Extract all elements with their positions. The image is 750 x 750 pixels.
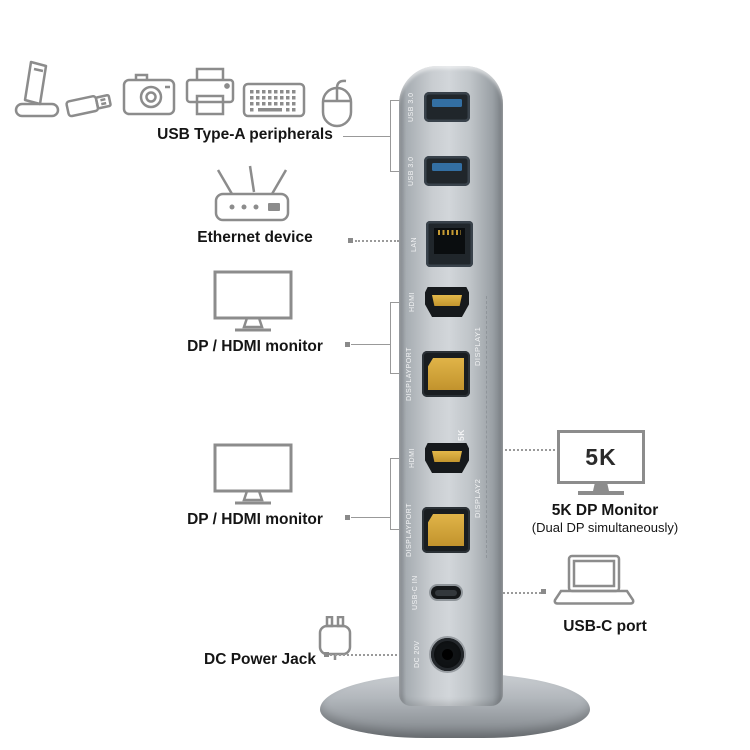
hdmi-port-2 (425, 443, 469, 473)
hdmi-port-1-label: HDMI (409, 292, 416, 312)
ethernet-connector-line (355, 240, 399, 242)
hdmi-port-1 (425, 287, 469, 317)
display1-group-label: DISPLAY1 (473, 326, 482, 366)
dc-label: DC Power Jack (204, 651, 316, 668)
dc-connector-line (330, 654, 429, 656)
hdmi-port-2-label: HDMI (409, 448, 416, 468)
monitor1-line-marker (345, 342, 350, 347)
5k-dock-label: 5K (456, 429, 466, 441)
dc-jack-port (431, 638, 464, 671)
5k-group-dashed-line (486, 296, 487, 558)
lan-port (426, 221, 473, 267)
ethernet-label: Ethernet device (197, 229, 313, 246)
5k-monitor-title: 5K DP Monitor (551, 502, 659, 519)
5k-connector-line (490, 449, 555, 451)
laptop-icon (552, 554, 636, 608)
router-icon (208, 164, 296, 226)
display1-bracket (390, 302, 401, 374)
printer-icon (184, 66, 236, 118)
displayport-port-2 (422, 507, 470, 553)
usb3-port-2 (424, 156, 470, 186)
lan-port-label: LAN (411, 236, 418, 252)
mouse-icon (316, 78, 358, 128)
usb3-port-2-label: USB 3.0 (408, 156, 415, 186)
usb3-port-1 (424, 92, 470, 122)
display2-bracket (390, 458, 401, 530)
camera-icon (122, 70, 176, 118)
dc-line-marker (324, 652, 329, 657)
dc-port-label: DC 20V (414, 640, 421, 668)
5k-screen-text: 5K (585, 443, 617, 470)
5k-monitor-icon: 5K (557, 430, 645, 495)
usbc-connector-line (466, 592, 541, 594)
usbc-in-port-label: USB-C IN (412, 575, 419, 610)
displayport-port-1-label: DISPLAYPORT (406, 347, 413, 401)
monitor2-line-marker (345, 515, 350, 520)
usb-flash-drive-icon (64, 84, 116, 124)
game-console-icon (10, 58, 66, 122)
usbc-in-port (431, 586, 461, 599)
usbc-label: USB-C port (563, 618, 647, 635)
keyboard-icon (242, 82, 306, 118)
monitor2-connector-line (351, 517, 390, 518)
ethernet-line-marker (348, 238, 353, 243)
usb-ports-bracket (390, 100, 401, 172)
peripherals-connector-line (343, 136, 390, 137)
peripherals-label: USB Type-A peripherals (157, 126, 333, 143)
5k-monitor-base (578, 491, 624, 495)
displayport-port-1 (422, 351, 470, 397)
5k-monitor-neck (593, 484, 609, 491)
5k-monitor-screen: 5K (557, 430, 645, 484)
5k-monitor-subtitle: (Dual DP simultaneously) (531, 520, 679, 535)
usb3-port-1-label: USB 3.0 (408, 92, 415, 122)
displayport-port-2-label: DISPLAYPORT (406, 503, 413, 557)
monitor-icon (213, 270, 293, 336)
display2-group-label: DISPLAY2 (473, 478, 482, 518)
monitor1-connector-line (351, 344, 390, 345)
monitor-icon (213, 443, 293, 509)
usbc-line-marker (541, 589, 546, 594)
monitor1-label: DP / HDMI monitor (187, 338, 323, 355)
monitor2-label: DP / HDMI monitor (187, 511, 323, 528)
